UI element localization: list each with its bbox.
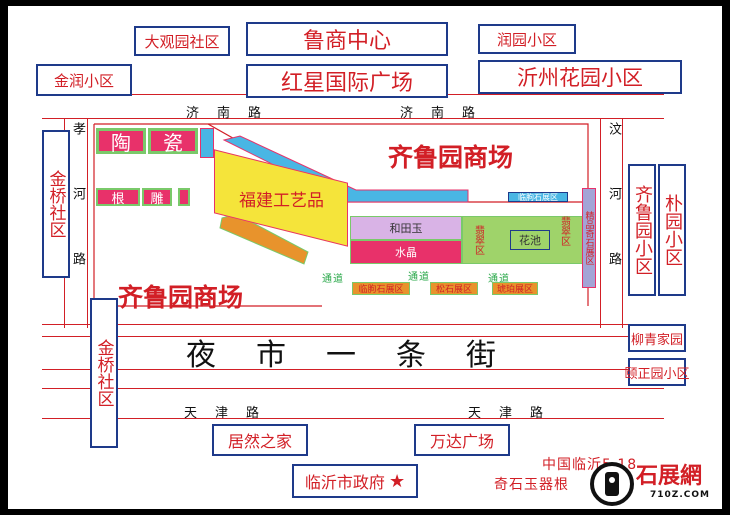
- jinan-road-label-1: 济南路: [186, 106, 280, 121]
- jinan-road-label-2: 济南路: [400, 106, 494, 121]
- root-label-1: 根: [111, 191, 125, 207]
- jadeite-label-1-box: 翡翠区: [470, 220, 486, 260]
- watermark-emblem: [590, 462, 634, 506]
- root-carving-zone-1: 根: [96, 188, 140, 207]
- watermark-logo: 石展網 710Z.COM: [590, 458, 720, 508]
- ceramics-label-2: 瓷: [163, 130, 183, 155]
- tianjin-road-label-1: 天津路: [184, 406, 278, 421]
- jingpin-label: 精品奇石展区: [583, 211, 594, 265]
- city-gov-label: 临沂市政府 ★: [292, 464, 418, 498]
- jadeite-label-2: 翡翠区: [558, 216, 570, 246]
- jadeite-label-1: 翡翠区: [472, 225, 484, 255]
- crystal-zone: 水晶: [350, 240, 462, 264]
- hetian-jade-zone: 和田玉: [350, 216, 462, 240]
- linqu-label: 临朐石展区: [358, 285, 404, 295]
- runyuan-community-label: 润园小区: [478, 24, 576, 54]
- xiaohe-road-label: 孝河路: [70, 122, 85, 317]
- wanda-plaza-label: 万达广场: [414, 424, 510, 456]
- hetian-label: 和田玉: [389, 222, 423, 235]
- star-icon: ★: [388, 470, 406, 492]
- map-canvas: 大观园社区 鲁商中心 润园小区 金润小区 红星国际广场 沂州花园小区 济南路 济…: [8, 6, 722, 509]
- root-carving-zone-2: 雕: [142, 188, 172, 207]
- night-street-line-upper: [42, 324, 664, 325]
- liuqing-home-label: 柳青家园: [628, 324, 686, 352]
- note-line-2: 奇石玉器根: [494, 477, 569, 493]
- yizheng-community-label: 颐正园小区: [625, 358, 690, 386]
- hongxing-plaza-label: 红星国际广场: [246, 64, 448, 98]
- mall-title-top: 齐鲁园商场: [388, 143, 514, 172]
- tianjin-road-line-lower: [42, 418, 664, 419]
- yizhou-garden-label: 沂州花园小区: [478, 60, 682, 94]
- wenhe-road-line-left: [600, 118, 601, 328]
- jinqiao-community-label-top: 金桥社区: [42, 130, 70, 278]
- lushang-center-label: 鲁商中心: [246, 22, 448, 56]
- daguanyuan-community-label: 大观园社区: [134, 26, 230, 56]
- watermark-site: 710Z.COM: [650, 490, 710, 500]
- turquoise-label: 松石展区: [435, 285, 472, 295]
- jinqiao-community-label-bottom: 金桥社区: [90, 298, 118, 448]
- small-cyan-box: [200, 128, 214, 158]
- turquoise-zone: 松石展区: [430, 282, 478, 295]
- jadeite-label-2-box: 翡翠区: [556, 206, 572, 256]
- tianjin-road-line-upper: [42, 369, 664, 370]
- flower-pool-label: 花池: [519, 234, 541, 247]
- night-street-line-lower: [42, 336, 664, 337]
- flower-pool-zone: 花池: [510, 230, 550, 250]
- qiluyuan-community-label: 齐鲁园小区: [628, 164, 656, 296]
- tianjin-road-label-2: 天津路: [468, 406, 562, 421]
- ceramics-zone-2: 瓷: [148, 128, 198, 155]
- passage-label-3: 通道: [488, 274, 510, 285]
- amber-zone: 琥珀展区: [492, 282, 538, 295]
- crystal-label: 水晶: [395, 246, 417, 259]
- wenhe-road-line-right: [622, 118, 623, 328]
- city-gov-text: 临沂市政府: [304, 473, 385, 492]
- night-street-label: 夜市一条街: [186, 338, 536, 373]
- tianjin-road-line-mid: [42, 388, 664, 389]
- passage-label-1: 通道: [322, 274, 344, 285]
- linqu-small-label: 临朐石展区: [518, 192, 558, 202]
- ceramics-zone-1: 陶: [96, 128, 146, 155]
- jinpin-small-strip: 临朐石展区: [508, 192, 568, 202]
- root-carving-zone-3: [178, 188, 190, 206]
- jinrun-community-label: 金润小区: [36, 64, 132, 96]
- watermark-brand: 石展網: [636, 463, 703, 489]
- jinan-road-line-lower: [42, 118, 664, 119]
- jurang-home-label: 居然之家: [212, 424, 308, 456]
- piaoyuan-community-label: 朴园小区: [658, 164, 686, 296]
- mall-title-bottom: 齐鲁园商场: [118, 283, 244, 312]
- passage-label-2: 通道: [408, 272, 430, 283]
- jingpin-stone-zone: 精品奇石展区: [582, 188, 596, 288]
- amber-label: 琥珀展区: [496, 285, 533, 295]
- fujian-label: 福建工艺品: [238, 190, 324, 211]
- wenhe-road-label: 汶河路: [606, 122, 621, 317]
- root-label-2: 雕: [150, 191, 164, 207]
- ceramics-label-1: 陶: [111, 130, 131, 155]
- linqu-stone-zone: 临朐石展区: [352, 282, 410, 295]
- xiaohe-road-line-right: [87, 118, 88, 328]
